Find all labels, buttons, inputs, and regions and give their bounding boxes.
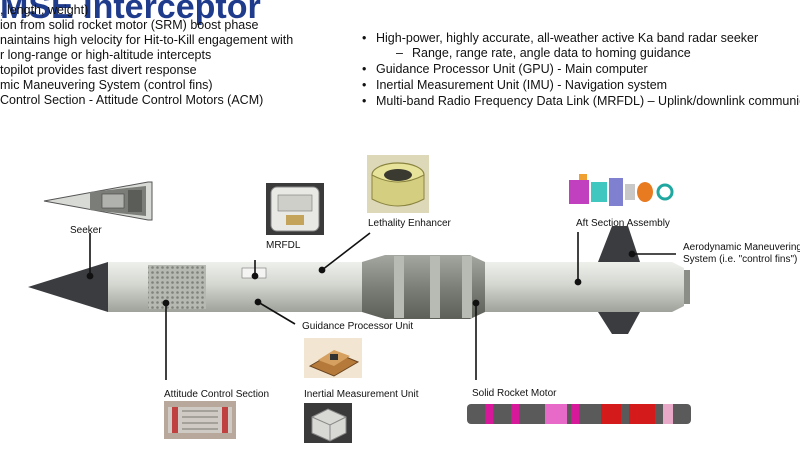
band-ring — [430, 256, 440, 318]
lethality-band — [362, 255, 485, 319]
aft-section-photo — [569, 174, 674, 206]
nozzle — [684, 270, 690, 304]
page-title: MSE Interceptor — [0, 0, 261, 26]
left-bullet-3: naintains high velocity for Hit-to-Kill … — [0, 33, 294, 47]
label-aero-line1: Aerodynamic Maneuvering — [683, 242, 800, 253]
band-ring — [394, 256, 404, 318]
aft-leader-dot — [574, 278, 582, 286]
gpu-leader-dot — [254, 298, 262, 306]
label-lethality-enhancer: Lethality Enhancer — [368, 218, 451, 229]
bullet-dash: – — [396, 46, 403, 60]
acs-photo — [164, 401, 236, 439]
label-srm: Solid Rocket Motor — [472, 388, 557, 399]
acs-leader-dot — [162, 299, 170, 307]
mrfdl-photo — [266, 183, 324, 235]
srm-photo — [467, 404, 691, 424]
left-bullet-1: , length, weight) — [0, 3, 89, 17]
rear-body — [485, 262, 684, 312]
bullet-dot: • — [362, 78, 367, 92]
imu-photo — [304, 403, 352, 443]
left-bullet-2: ion from solid rocket motor (SRM) boost … — [0, 18, 259, 32]
control-fin-bottom — [598, 312, 640, 334]
lethality-leader-dot — [318, 266, 326, 274]
right-bullet-3: •Inertial Measurement Unit (IMU) - Navig… — [362, 78, 668, 92]
label-imu: Inertial Measurement Unit — [304, 389, 419, 400]
nose-cone — [28, 262, 108, 312]
left-bullet-7: Control Section - Attitude Control Motor… — [0, 93, 264, 107]
mrfdl-leader-dot — [251, 272, 259, 280]
label-aft-section: Aft Section Assembly — [576, 218, 670, 229]
label-seeker: Seeker — [70, 225, 102, 236]
aero-leader-dot — [628, 250, 636, 258]
bullet-dot: • — [362, 62, 367, 76]
gpu-photo — [304, 338, 362, 378]
left-bullet-6: mic Maneuvering System (control fins) — [0, 78, 213, 92]
label-acs: Attitude Control Section — [164, 389, 270, 400]
seeker-leader-dot — [86, 272, 94, 280]
label-mrfdl: MRFDL — [266, 240, 301, 251]
label-gpu: Guidance Processor Unit — [302, 321, 414, 332]
left-bullet-5: topilot provides fast divert response — [0, 63, 197, 77]
band-ring — [462, 256, 472, 318]
right-bullet-1: •High-power, highly accurate, all-weathe… — [362, 31, 759, 45]
left-bullet-4: r long-range or high-altitude intercepts — [0, 48, 212, 62]
label-aero-line2: System (i.e. "control fins") — [683, 254, 798, 265]
seeker-photo — [43, 181, 153, 221]
lethality-photo — [367, 155, 429, 213]
bullet-dot: • — [362, 94, 367, 108]
right-bullet-4: •Multi-band Radio Frequency Data Link (M… — [362, 94, 800, 108]
lethality-leader — [321, 232, 371, 271]
bullet-dot: • — [362, 31, 367, 45]
gpu-leader — [257, 301, 296, 325]
right-bullet-2: •Guidance Processor Unit (GPU) - Main co… — [362, 62, 648, 76]
right-subbullet-1: –Range, range rate, angle data to homing… — [396, 46, 691, 60]
srm-leader-dot — [472, 299, 480, 307]
attitude-control-mesh — [148, 265, 206, 309]
